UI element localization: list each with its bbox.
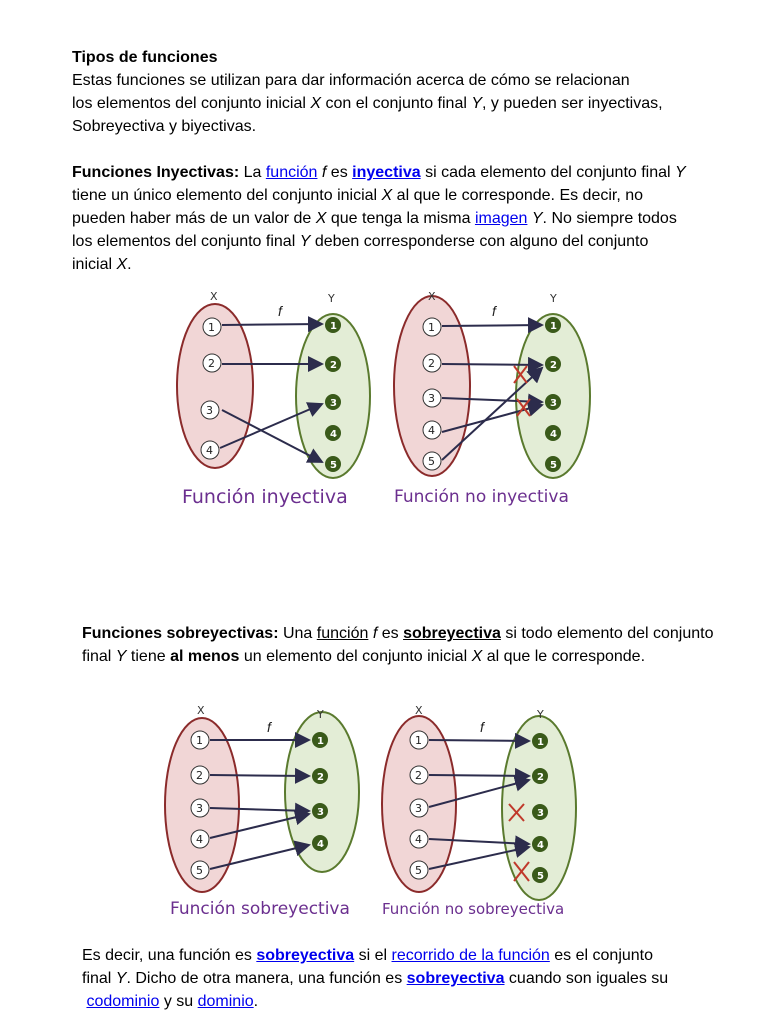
svg-text:4: 4 [206,444,213,457]
svg-text:5: 5 [428,455,435,468]
svg-text:5: 5 [196,864,203,877]
svg-text:4: 4 [550,429,557,440]
inyectivas-line-4: los elementos del conjunto final Y deben… [72,233,649,250]
svg-text:1: 1 [317,736,324,747]
svg-text:Y: Y [536,708,544,721]
intro-block: Tipos de funciones Estas funciones se ut… [72,46,762,138]
cross-marks [513,365,531,417]
link-imagen[interactable]: imagen [474,210,528,227]
svg-text:f: f [278,303,284,319]
diagram-sobreyectiva: X Y f 1 2 3 4 5 1 2 3 4 X Y f 1 2 3 4 5 … [164,704,577,919]
svg-text:2: 2 [428,357,435,370]
svg-text:5: 5 [550,460,557,471]
svg-text:1: 1 [208,321,215,334]
inyectivas-line-5: inicial X. [72,256,132,273]
final-line-3: codominio y su dominio. [86,993,259,1010]
svg-text:X: X [415,704,423,717]
svg-text:1: 1 [428,321,435,334]
svg-text:4: 4 [428,424,435,437]
intro-line-3: Sobreyectiva y biyectivas. [72,118,257,135]
svg-text:3: 3 [415,802,422,815]
svg-text:2: 2 [196,769,203,782]
inyectivas-line-1: Funciones Inyectivas: La función f es in… [72,164,686,181]
svg-text:3: 3 [428,392,435,405]
caption-sobreyectiva: Función sobreyectiva [170,899,350,919]
link-funcion[interactable]: función [265,164,318,181]
link-codominio[interactable]: codominio [86,993,160,1010]
svg-text:3: 3 [537,808,544,819]
inyectivas-line-2: tiene un único elemento del conjunto ini… [72,187,644,204]
diagram-inyectiva: X Y f 1 2 3 4 1 2 3 4 5 X Y f 1 2 3 [176,290,591,508]
svg-text:3: 3 [196,802,203,815]
link-sobreyectiva-2[interactable]: sobreyectiva [406,970,505,987]
sobreyectivas-block: Funciones sobreyectivas: Una función f e… [82,622,768,668]
x-elements: 1 2 3 4 [200,317,222,460]
svg-text:Y: Y [549,292,557,305]
svg-text:1: 1 [330,321,337,332]
diagram-no-inyectiva: X Y f 1 2 3 4 5 1 2 3 4 5 [393,290,591,479]
cross-marks [508,803,530,882]
svg-text:4: 4 [196,833,203,846]
svg-text:4: 4 [415,833,422,846]
link-recorrido[interactable]: recorrido de la función [391,947,550,964]
svg-text:2: 2 [550,360,557,371]
svg-text:1: 1 [196,734,203,747]
svg-text:f: f [492,303,498,319]
diagram-no-sobreyectiva: X Y f 1 2 3 4 5 1 2 3 4 5 [381,704,577,901]
sobreyectivas-line-1: Funciones sobreyectivas: Una función f e… [82,625,714,642]
svg-text:Y: Y [316,708,324,721]
diagram-sobreyectiva-left: X Y f 1 2 3 4 5 1 2 3 4 [164,704,360,893]
svg-text:f: f [267,719,273,735]
svg-text:3: 3 [317,807,324,818]
svg-text:2: 2 [330,360,337,371]
final-line-1: Es decir, una función es sobreyectiva si… [82,947,654,964]
svg-text:X: X [428,290,436,303]
sobreyectivas-line-2: final Y tiene al menos un elemento del c… [82,648,646,665]
caption-inyectiva: Función inyectiva [182,486,348,508]
svg-text:1: 1 [537,737,544,748]
svg-text:3: 3 [550,398,557,409]
svg-text:5: 5 [537,871,544,882]
svg-text:f: f [480,719,486,735]
final-line-2: final Y. Dicho de otra manera, una funci… [82,970,669,987]
svg-text:X: X [210,290,218,303]
inyectivas-line-3: pueden haber más de un valor de X que te… [72,210,677,227]
svg-text:5: 5 [415,864,422,877]
svg-text:1: 1 [415,734,422,747]
caption-no-inyectiva: Función no inyectiva [394,487,569,507]
caption-no-sobreyectiva: Función no sobreyectiva [382,900,564,918]
svg-text:X: X [197,704,205,717]
svg-text:4: 4 [330,429,337,440]
intro-line-2: los elementos del conjunto inicial X con… [72,95,663,112]
link-dominio[interactable]: dominio [197,993,254,1010]
svg-text:Y: Y [327,292,335,305]
link-sobreyectiva-1[interactable]: sobreyectiva [256,947,355,964]
svg-text:2: 2 [537,772,544,783]
svg-text:2: 2 [317,772,324,783]
svg-text:2: 2 [208,357,215,370]
link-inyectiva[interactable]: inyectiva [352,164,421,181]
svg-text:5: 5 [330,460,337,471]
diagram-inyectiva-left: X Y f 1 2 3 4 1 2 3 4 5 [176,290,371,479]
final-block: Es decir, una función es sobreyectiva si… [82,944,768,1013]
svg-text:4: 4 [317,839,324,850]
y-elements: 1 2 3 4 5 [325,317,341,472]
intro-line-1: Estas funciones se utilizan para dar inf… [72,72,630,89]
svg-text:2: 2 [415,769,422,782]
page-title: Tipos de funciones [72,49,218,66]
svg-text:3: 3 [330,398,337,409]
svg-text:3: 3 [206,404,213,417]
svg-text:4: 4 [537,840,544,851]
inyectivas-block: Funciones Inyectivas: La función f es in… [72,161,762,276]
svg-text:1: 1 [550,321,557,332]
